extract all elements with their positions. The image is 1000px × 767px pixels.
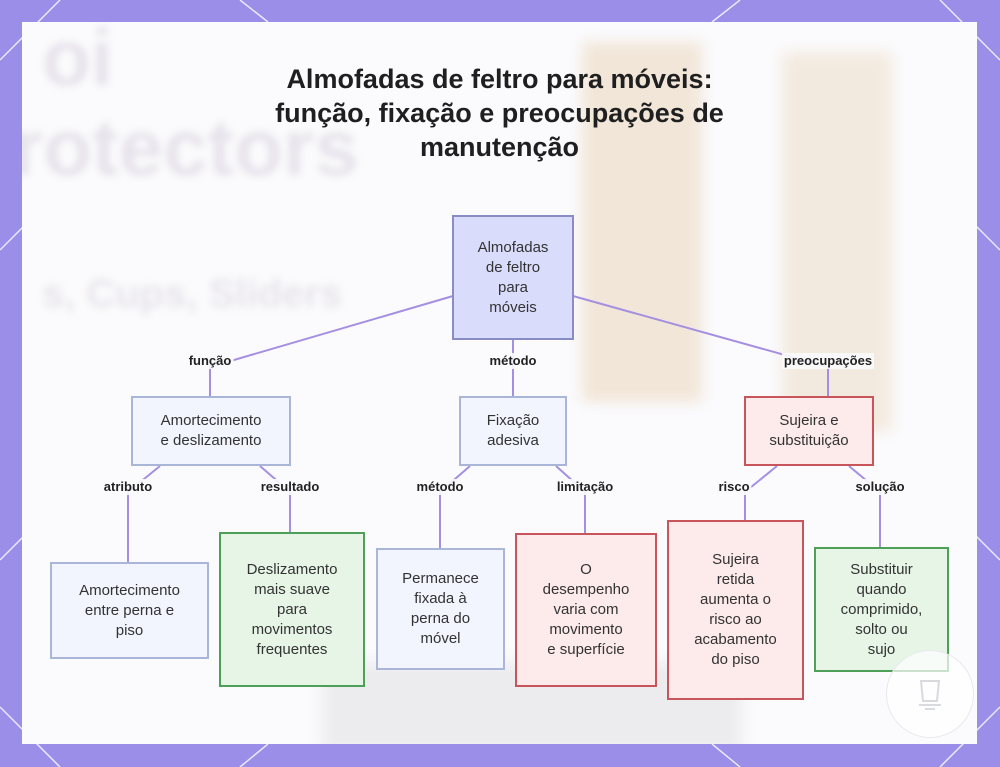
node-amortecimento-piso: Amortecimento entre perna e piso xyxy=(50,562,209,659)
node-text: Sujeira e xyxy=(779,412,839,429)
node-deslizamento-suave: Deslizamento mais suave para movimentos … xyxy=(219,532,365,687)
node-text: piso xyxy=(115,621,144,639)
diagram-title: Almofadas de feltro para móveis: função,… xyxy=(22,62,977,164)
node-text: adesiva xyxy=(487,432,539,449)
node-text: e superfície xyxy=(547,641,625,658)
node-text: acabamento xyxy=(694,631,777,648)
title-line: Almofadas de feltro para móveis: xyxy=(286,64,713,94)
node-text: de feltro xyxy=(485,258,541,276)
node-text: aumenta o xyxy=(700,591,771,608)
node-sujeira-retida: Sujeira retida aumenta o risco ao acabam… xyxy=(667,520,804,700)
node-text: retida xyxy=(716,571,755,588)
background-text: oi xyxy=(42,22,114,102)
edge-label-limitacao: limitação xyxy=(554,479,616,495)
node-text: Substituir xyxy=(850,560,913,578)
edge-label-metodo: método xyxy=(414,479,466,495)
node-text: perna do xyxy=(410,610,471,627)
node-text: Amortecimento xyxy=(160,412,262,429)
edge-label-atributo: atributo xyxy=(101,479,155,495)
node-sujeira-substituicao: Sujeira e substituição xyxy=(744,396,874,466)
node-text: Almofadas xyxy=(477,238,549,256)
node-text: varia com xyxy=(553,601,619,618)
node-text: frequentes xyxy=(256,640,328,658)
node-text: do piso xyxy=(711,651,760,668)
title-line: função, fixação e preocupações de xyxy=(275,98,724,128)
node-permanece-fixada: Permanece fixada à perna do móvel xyxy=(376,548,505,670)
edge-label-risco: risco xyxy=(716,479,752,495)
node-text: comprimido, xyxy=(840,600,923,618)
node-root: Almofadas de feltro para móveis xyxy=(452,215,574,340)
node-text: quando xyxy=(856,580,907,598)
node-text: desempenho xyxy=(542,581,630,598)
edge-label-resultado: resultado xyxy=(258,479,322,495)
edge-amortecimento-deslizamento xyxy=(259,465,291,533)
node-text: entre perna e xyxy=(84,601,175,619)
node-text: móveis xyxy=(489,298,537,316)
edge-fixacao-desempenho xyxy=(555,465,586,534)
edge-label-preocupacoes: preocupações xyxy=(781,353,875,369)
edge-root-amortecimento xyxy=(209,295,454,397)
node-text: Deslizamento xyxy=(246,560,338,578)
node-text: sujo xyxy=(867,640,896,658)
node-text: risco ao xyxy=(709,611,762,628)
node-text: O xyxy=(580,561,592,578)
node-text: fixada à xyxy=(414,590,467,607)
node-text: e deslizamento xyxy=(160,432,262,449)
node-text: movimentos xyxy=(251,620,333,638)
node-fixacao-adesiva: Fixação adesiva xyxy=(459,396,567,466)
watermark-badge xyxy=(886,650,974,738)
node-text: para xyxy=(497,278,529,296)
edge-label-solucao: solução xyxy=(853,479,907,495)
node-desempenho-varia: O desempenho varia com movimento e super… xyxy=(515,533,657,687)
edge-root-sujeira xyxy=(572,295,829,397)
edge-label-metodo: método xyxy=(487,353,539,369)
cup-icon xyxy=(919,680,941,710)
node-text: Fixação xyxy=(486,412,540,429)
node-text: Permanece xyxy=(402,570,479,587)
background-text: s, Cups, Sliders xyxy=(42,272,343,316)
node-text: solto ou xyxy=(855,620,908,638)
diagram-canvas: oi rotectors s, Cups, Sliders Almofadas … xyxy=(22,22,977,744)
node-text: substituição xyxy=(769,432,849,449)
node-text: movimento xyxy=(549,621,623,638)
node-text: mais suave xyxy=(254,580,330,598)
edge-label-funcao: função xyxy=(186,353,234,369)
title-line: manutenção xyxy=(419,132,580,162)
node-text: Sujeira xyxy=(712,551,759,568)
node-text: móvel xyxy=(420,630,461,647)
background-text: rotectors xyxy=(22,103,359,192)
node-amortecimento-deslizamento: Amortecimento e deslizamento xyxy=(131,396,291,466)
node-text: Amortecimento xyxy=(79,581,180,599)
background-photo-shape xyxy=(582,42,702,402)
node-text: para xyxy=(276,600,308,618)
